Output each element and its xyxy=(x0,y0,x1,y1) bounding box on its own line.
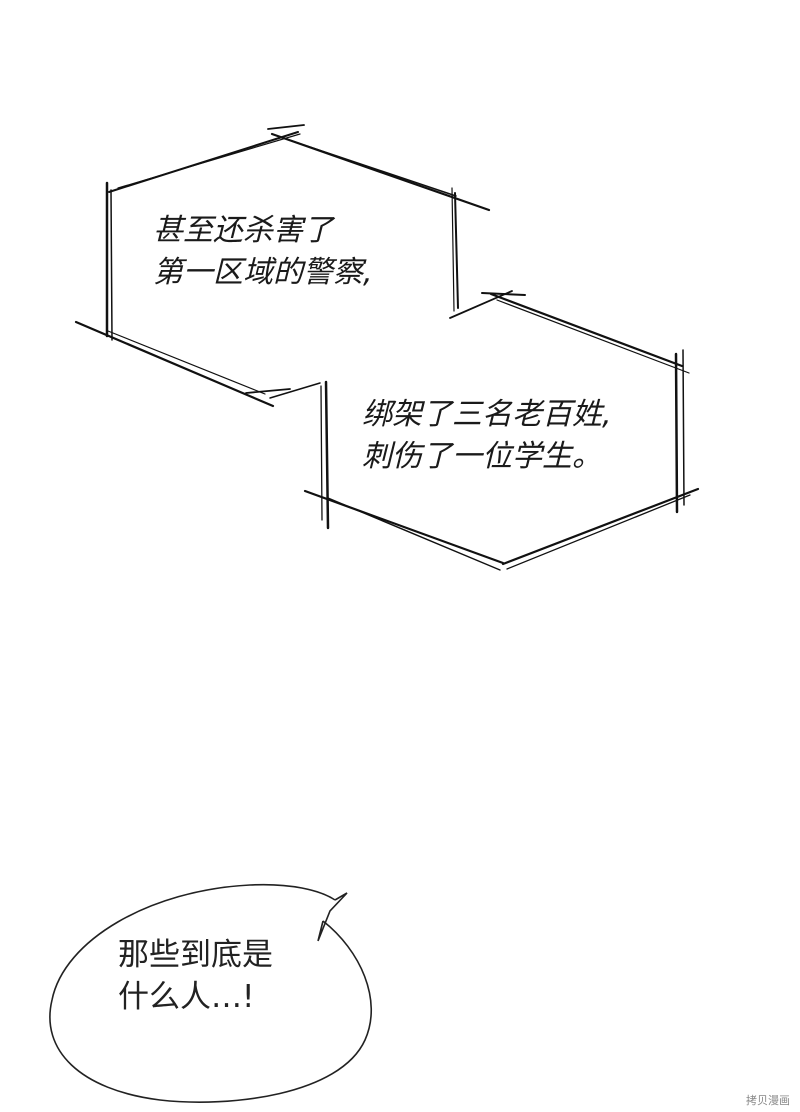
speech-bubble-text: 那些到底是 什么人…! xyxy=(118,934,273,1018)
narration-line: 刺伤了一位学生。 xyxy=(362,439,602,474)
narration-box-1: 甚至还杀害了 第一区域的警察, xyxy=(153,210,373,294)
speech-line: 什么人…! xyxy=(118,979,255,1015)
speech-line: 那些到底是 xyxy=(118,937,273,973)
narration-box-2: 绑架了三名老百姓, 刺伤了一位学生。 xyxy=(362,394,612,478)
watermark: 拷贝漫画 xyxy=(746,1094,790,1107)
narration-line: 第一区域的警察, xyxy=(153,255,373,290)
narration-line: 绑架了三名老百姓, xyxy=(362,397,612,432)
caption-box-outline xyxy=(74,124,700,571)
narration-line: 甚至还杀害了 xyxy=(153,213,333,248)
speech-bubble-outline xyxy=(49,883,373,1103)
